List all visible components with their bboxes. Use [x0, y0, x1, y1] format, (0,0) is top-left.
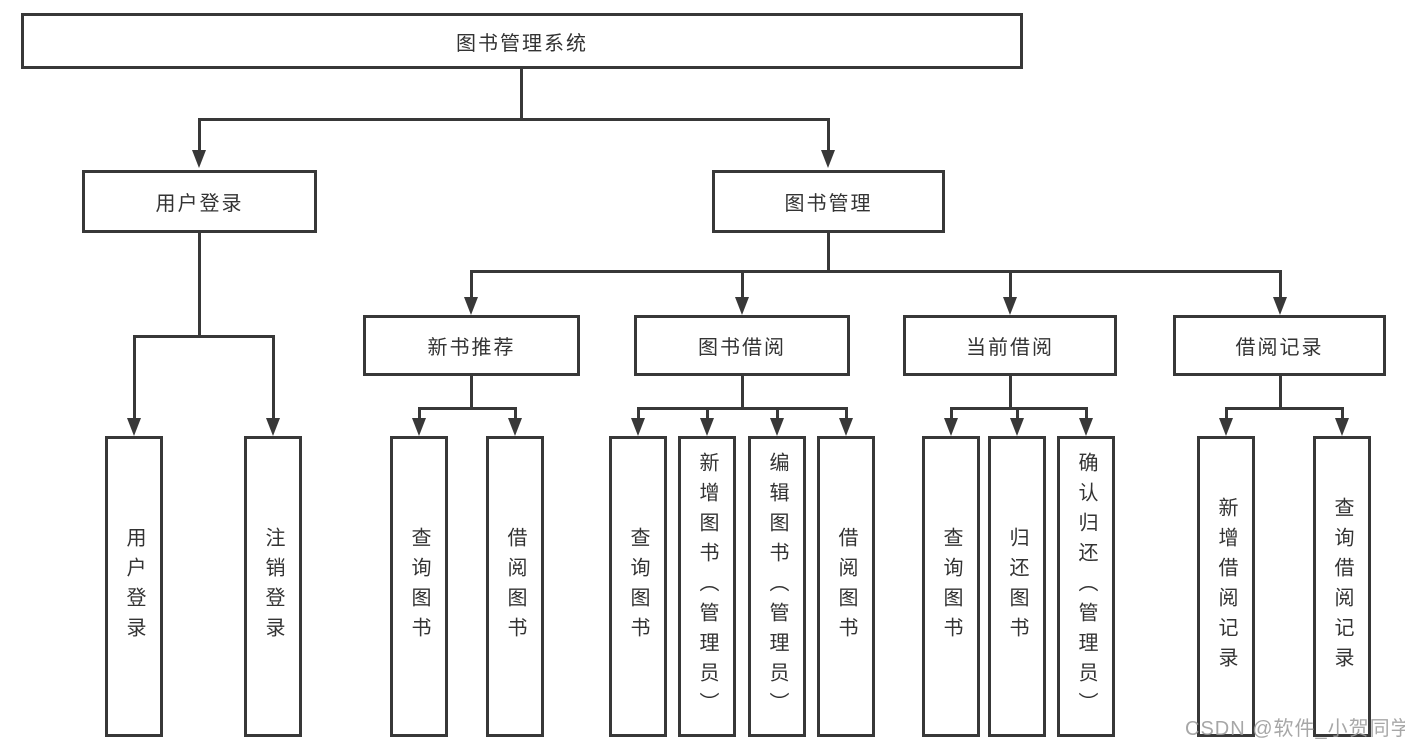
node-borrowing-records: 借阅记录	[1173, 315, 1386, 376]
node-borrowing-records-label: 借阅记录	[1235, 337, 1324, 359]
arrow-down-current-leaf-3	[1079, 407, 1093, 436]
arrow-down-to-new-book	[464, 270, 478, 315]
leaf-return-books: 归还图书	[988, 436, 1046, 737]
node-user-login-label: 用户登录	[155, 193, 244, 215]
leaf-query-borrow-record: 查询借阅记录	[1313, 436, 1371, 737]
connector-new-book-horizontal	[418, 407, 517, 410]
node-user-login: 用户登录	[82, 170, 317, 233]
arrow-down-new-book-leaf-1	[412, 407, 426, 436]
node-current-borrowing: 当前借阅	[903, 315, 1117, 376]
leaf-logout-label: 注销登录	[262, 526, 284, 647]
connector-current-borrow-horizontal	[950, 407, 1088, 410]
connector-book-borrow-horizontal	[637, 407, 848, 410]
connector-borrow-record-horizontal	[1225, 407, 1344, 410]
node-root-label: 图书管理系统	[456, 32, 588, 55]
node-new-book-recommend-label: 新书推荐	[427, 337, 516, 359]
leaf-logout: 注销登录	[244, 436, 302, 737]
leaf-borrow-books: 借阅图书	[817, 436, 875, 737]
leaf-query-books-borrow-label: 查询图书	[627, 526, 649, 647]
leaf-borrow-books-label: 借阅图书	[835, 526, 857, 647]
node-book-management: 图书管理	[712, 170, 945, 233]
leaf-query-books-borrow: 查询图书	[609, 436, 667, 737]
leaf-query-books-current-label: 查询图书	[940, 526, 962, 647]
leaf-edit-books-admin: 编辑图书（管理员）	[748, 436, 806, 737]
arrow-down-borrow-leaf-3	[770, 407, 784, 436]
leaf-add-books-admin: 新增图书（管理员）	[678, 436, 736, 737]
leaf-borrow-books-recommend: 借阅图书	[486, 436, 544, 737]
leaf-add-borrow-record: 新增借阅记录	[1197, 436, 1255, 737]
node-book-management-label: 图书管理	[784, 193, 873, 215]
leaf-return-books-label: 归还图书	[1006, 526, 1028, 647]
leaf-confirm-return-admin-label: 确认归还（管理员）	[1075, 451, 1097, 722]
arrow-down-record-leaf-2	[1335, 407, 1349, 436]
csdn-watermark: CSDN @软件_小贺同学	[1185, 718, 1405, 740]
node-book-borrowing: 图书借阅	[634, 315, 850, 376]
leaf-query-books-current: 查询图书	[922, 436, 980, 737]
leaf-add-borrow-record-label: 新增借阅记录	[1215, 496, 1237, 677]
node-current-borrowing-label: 当前借阅	[966, 337, 1054, 359]
arrow-down-to-borrow-record	[1273, 270, 1287, 315]
arrow-down-to-leaf-login	[127, 335, 141, 436]
arrow-down-current-leaf-1	[944, 407, 958, 436]
leaf-confirm-return-admin: 确认归还（管理员）	[1057, 436, 1115, 737]
connector-book-management-vertical	[827, 233, 830, 270]
node-book-borrowing-label: 图书借阅	[698, 337, 786, 359]
arrow-down-to-current-borrow	[1003, 270, 1017, 315]
arrow-down-current-leaf-2	[1010, 407, 1024, 436]
leaf-query-books-recommend: 查询图书	[390, 436, 448, 737]
connector-book-borrow-vertical	[741, 376, 744, 407]
leaf-query-books-recommend-label: 查询图书	[408, 526, 430, 647]
arrow-down-record-leaf-1	[1219, 407, 1233, 436]
arrow-down-to-book-borrow	[735, 270, 749, 315]
leaf-query-borrow-record-label: 查询借阅记录	[1331, 496, 1353, 677]
leaf-borrow-books-recommend-label: 借阅图书	[504, 526, 526, 647]
node-root: 图书管理系统	[21, 13, 1023, 69]
arrow-down-to-user-login	[192, 118, 206, 168]
connector-user-login-horizontal	[133, 335, 275, 338]
arrow-down-to-book-management	[821, 118, 835, 168]
arrow-down-new-book-leaf-2	[508, 407, 522, 436]
connector-root-horizontal	[198, 118, 830, 121]
connector-user-login-vertical	[198, 233, 201, 335]
node-new-book-recommend: 新书推荐	[363, 315, 580, 376]
arrow-down-borrow-leaf-1	[631, 407, 645, 436]
connector-new-book-vertical	[470, 376, 473, 407]
leaf-add-books-admin-label: 新增图书（管理员）	[696, 451, 718, 722]
leaf-user-login-label: 用户登录	[123, 526, 145, 647]
connector-root-vertical	[520, 69, 523, 118]
connector-borrow-record-vertical	[1279, 376, 1282, 407]
connector-current-borrow-vertical	[1009, 376, 1012, 407]
leaf-user-login: 用户登录	[105, 436, 163, 737]
arrow-down-to-leaf-logout	[266, 335, 280, 436]
connector-book-management-horizontal	[470, 270, 1281, 273]
arrow-down-borrow-leaf-4	[839, 407, 853, 436]
leaf-edit-books-admin-label: 编辑图书（管理员）	[766, 451, 788, 722]
arrow-down-borrow-leaf-2	[700, 407, 714, 436]
